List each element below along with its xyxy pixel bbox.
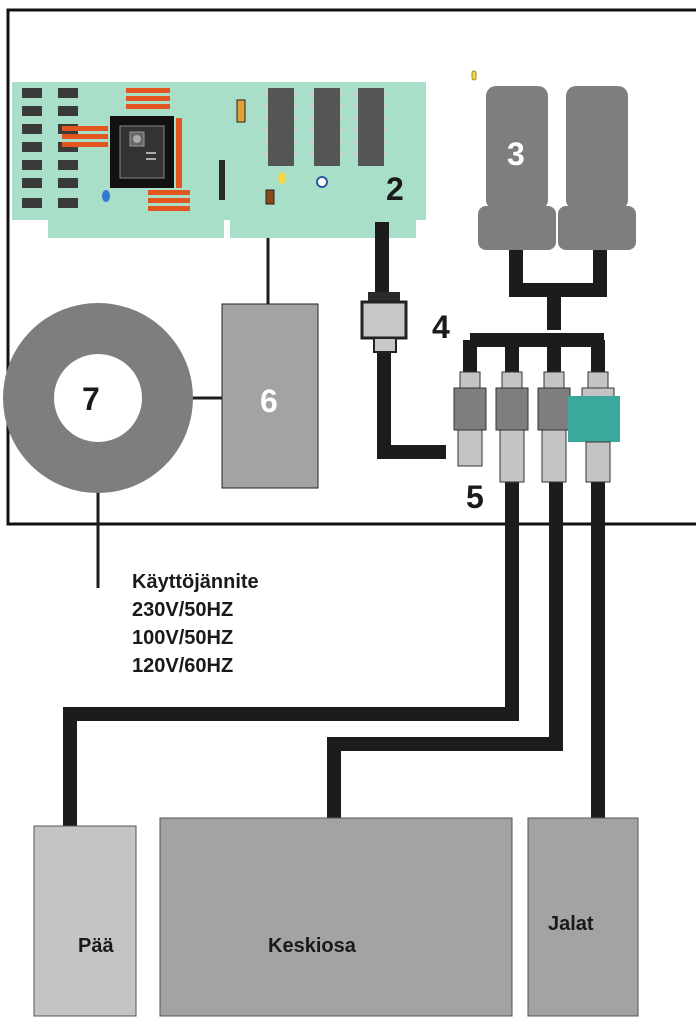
capacitor-small bbox=[236, 99, 246, 123]
label-head: Pää bbox=[78, 935, 114, 957]
label-junction: 4 bbox=[432, 309, 450, 345]
cables bbox=[63, 222, 607, 826]
supply-voltage-text: Käyttöjännite 230V/50HZ 100V/50HZ 120V/6… bbox=[132, 571, 259, 677]
connector-4 bbox=[568, 371, 620, 483]
filter-left-body bbox=[486, 86, 548, 210]
supply-voltage-1: 230V/50HZ bbox=[132, 599, 233, 621]
component-brown bbox=[265, 189, 275, 205]
indicator-led bbox=[471, 70, 477, 81]
mounting-hole bbox=[316, 176, 328, 188]
label-legs: Jalat bbox=[548, 913, 594, 935]
supply-title: Käyttöjännite bbox=[132, 571, 259, 593]
connectors bbox=[453, 371, 620, 483]
supply-voltage-2: 100V/50HZ bbox=[132, 627, 233, 649]
card-edge-connector-right bbox=[230, 218, 416, 238]
label-connectors: 5 bbox=[466, 479, 484, 515]
filter-cylinders: 3 bbox=[471, 70, 636, 250]
module-box: 6 bbox=[221, 303, 319, 489]
circuit-card: 2 bbox=[12, 82, 426, 238]
connector-1 bbox=[453, 371, 487, 467]
label-module: 6 bbox=[260, 383, 278, 419]
output-middle: Keskiosa bbox=[159, 817, 513, 1017]
output-head: Pää bbox=[33, 825, 137, 1017]
diode-yellow bbox=[278, 172, 286, 184]
supply-voltage-3: 120V/60HZ bbox=[132, 655, 233, 677]
transformer-ring: 7 bbox=[3, 303, 193, 493]
pin-header bbox=[219, 160, 225, 200]
filter-right-base bbox=[558, 206, 636, 250]
diode-blue bbox=[102, 190, 110, 202]
filter-left-base bbox=[478, 206, 556, 250]
label-card: 2 bbox=[386, 171, 404, 207]
card-edge-connector-left bbox=[48, 218, 224, 238]
connector-2 bbox=[495, 371, 529, 483]
connector-3 bbox=[537, 371, 571, 483]
inline-connector bbox=[360, 292, 408, 353]
output-legs: Jalat bbox=[527, 817, 639, 1017]
dip-chips bbox=[264, 88, 388, 166]
resistors bbox=[62, 88, 190, 211]
label-filters: 3 bbox=[507, 136, 525, 172]
filter-right-body bbox=[566, 86, 628, 210]
processor-chip bbox=[110, 116, 174, 188]
label-middle: Keskiosa bbox=[268, 935, 357, 957]
label-transformer: 7 bbox=[82, 381, 100, 417]
thin-wires bbox=[96, 238, 270, 588]
